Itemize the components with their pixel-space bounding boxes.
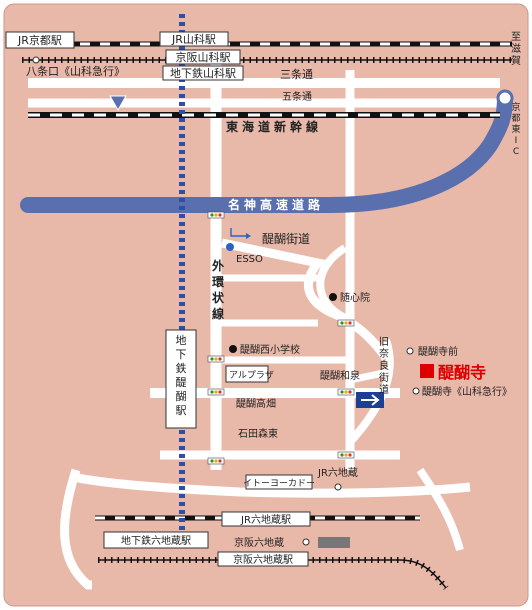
narakaido-loop (316, 244, 348, 322)
ic-marker (496, 89, 514, 107)
label-ishida-morihigashi: 石田森東 (238, 427, 278, 440)
label-daigo-kota: 醍醐高畑 (236, 397, 276, 410)
zuishinin-marker (329, 293, 337, 301)
label-subway-rokujizo: 地下鉄六地蔵駅 (121, 534, 191, 547)
label-jr-rokujizo-stop: JR六地蔵 (317, 466, 358, 479)
label-shinkansen: 東海道新幹線 (226, 119, 322, 134)
road-to-kaido (349, 368, 389, 384)
signal-3 (207, 388, 225, 396)
meishin-expressway (20, 90, 513, 213)
daigoji-bus-stop-marker (412, 387, 420, 395)
signal-7 (337, 451, 355, 459)
label-keihan-yamashina: 京阪山科駅 (176, 50, 231, 64)
label-daigoji-bus: 醍醐寺《山科急行》 (422, 385, 512, 398)
keihan-bottom-rail (98, 557, 449, 590)
label-zuishinin: 随心院 (340, 291, 370, 304)
esso-pointer-arrowhead (246, 233, 251, 239)
label-jr-rokujizo-station: JR六地蔵駅 (240, 513, 291, 526)
bottom-road (60, 468, 92, 590)
label-to-shiga: 至滋賀 (511, 31, 521, 67)
label-temple: 醍醐寺 (438, 363, 486, 382)
school-marker (229, 345, 237, 353)
label-daigo-nishi-school: 醍醐西小学校 (240, 343, 300, 356)
label-keihan-rokujizo-station: 京阪六地蔵駅 (233, 553, 293, 566)
label-sanjo: 三条通 (280, 67, 313, 81)
label-narakaido: 旧奈良街道 (379, 336, 389, 396)
label-esso: ESSO (236, 254, 263, 265)
label-alplaza: アルプラザ (229, 370, 274, 381)
hachijoguchi-stop-marker (32, 56, 40, 64)
label-gojo: 五条通 (282, 90, 312, 103)
label-itoyokado: イトーヨーカドー (243, 478, 315, 489)
label-meishin: 名神高速道路 (228, 197, 324, 212)
label-jr-yamashina: JR山科駅 (171, 32, 216, 46)
label-daigo-izumi: 醍醐和泉 (320, 369, 360, 382)
label-subway-daigo: 地下鉄醍醐駅 (176, 334, 187, 417)
daigojimae-stop-marker (406, 347, 414, 355)
keihan-rokujizo-stop-marker (302, 538, 310, 546)
signal-5 (337, 319, 355, 327)
signal-6 (337, 388, 355, 396)
direction-arrow-icon (356, 392, 384, 408)
signal-2 (207, 355, 225, 363)
esso-pointer-arrow (230, 228, 246, 237)
esso-marker (226, 243, 234, 251)
bottom-road-right (416, 467, 464, 552)
parking-block (318, 537, 350, 548)
inbound-arrow (109, 95, 127, 112)
signal-1 (207, 211, 225, 219)
label-gaikan: 外環状線 (212, 258, 225, 321)
label-hachijoguchi: 八条口《山科急行》 (26, 64, 125, 78)
label-subway-yamashina: 地下鉄山科駅 (170, 66, 236, 80)
label-keihan-rokujizo-stop: 京阪六地蔵 (234, 536, 284, 549)
bottom-road-main (77, 473, 471, 498)
jr-rokujizo-stop-marker (334, 483, 342, 491)
signal-4 (207, 457, 225, 465)
label-daigoji-mae: 醍醐寺前 (418, 345, 458, 358)
label-daigo-kaido: 醍醐街道 (262, 232, 310, 246)
temple-marker (420, 364, 434, 378)
label-jr-kyoto: JR京都駅 (17, 33, 62, 47)
